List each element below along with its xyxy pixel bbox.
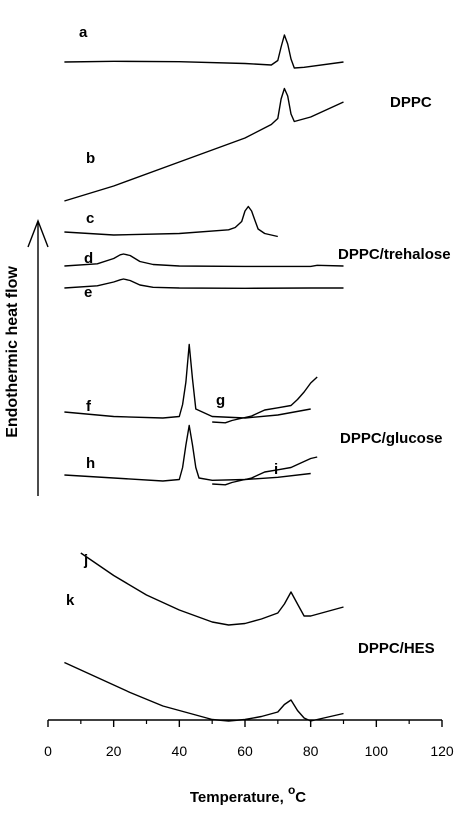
curve-label-h: h — [86, 455, 95, 472]
y-axis-label: Endothermic heat flow — [4, 266, 21, 438]
x-tick-label: 100 — [365, 743, 389, 759]
group-label: DPPC — [390, 94, 432, 111]
curve-f — [64, 343, 311, 419]
x-ticks: 0 20 40 60 80 100 120 — [44, 720, 454, 759]
x-axis-label-unit: C — [295, 789, 306, 806]
x-tick-label: 120 — [430, 743, 454, 759]
y-axis-arrow-head — [27, 219, 49, 248]
group-label: DPPC/glucose — [340, 430, 443, 447]
curve-d — [64, 253, 344, 268]
x-axis-label-degree: o — [288, 783, 295, 797]
curve-letters-layer: a b c de f g h i j k — [66, 24, 278, 609]
x-tick-label: 60 — [237, 743, 253, 759]
curve-b — [64, 87, 344, 202]
curve-e — [64, 278, 344, 289]
curve-label-b: b — [86, 150, 95, 167]
curve-label-f: f — [86, 398, 92, 415]
curve-label-k: k — [66, 592, 75, 609]
group-label: DPPC/HES — [358, 640, 435, 657]
curve-a — [64, 34, 344, 69]
x-tick-label: 0 — [44, 743, 52, 759]
curve-g — [212, 376, 318, 424]
curve-label-e: e — [84, 284, 92, 301]
curve-label-c: c — [86, 210, 94, 227]
curve-j — [80, 552, 344, 626]
curve-label-i: i — [274, 461, 278, 478]
curve-i — [212, 456, 318, 486]
curve-c — [64, 205, 278, 238]
curves-layer — [64, 34, 344, 722]
x-tick-label: 80 — [303, 743, 319, 759]
curve-label-d: d — [84, 250, 93, 267]
curve-label-j: j — [83, 552, 88, 569]
curve-h — [64, 424, 311, 482]
curve-k — [64, 661, 344, 722]
x-axis: 0 20 40 60 80 100 120 Temperature, oC — [44, 719, 454, 806]
curve-label-g: g — [216, 392, 225, 409]
x-axis-label: Temperature, oC — [190, 783, 306, 806]
x-axis-label-text: Temperature, — [190, 789, 288, 806]
curve-label-a: a — [79, 24, 88, 41]
x-tick-label: 40 — [172, 743, 188, 759]
group-label: DPPC/trehalose — [338, 246, 451, 263]
y-axis: Endothermic heat flow — [4, 219, 49, 496]
x-tick-label: 20 — [106, 743, 122, 759]
